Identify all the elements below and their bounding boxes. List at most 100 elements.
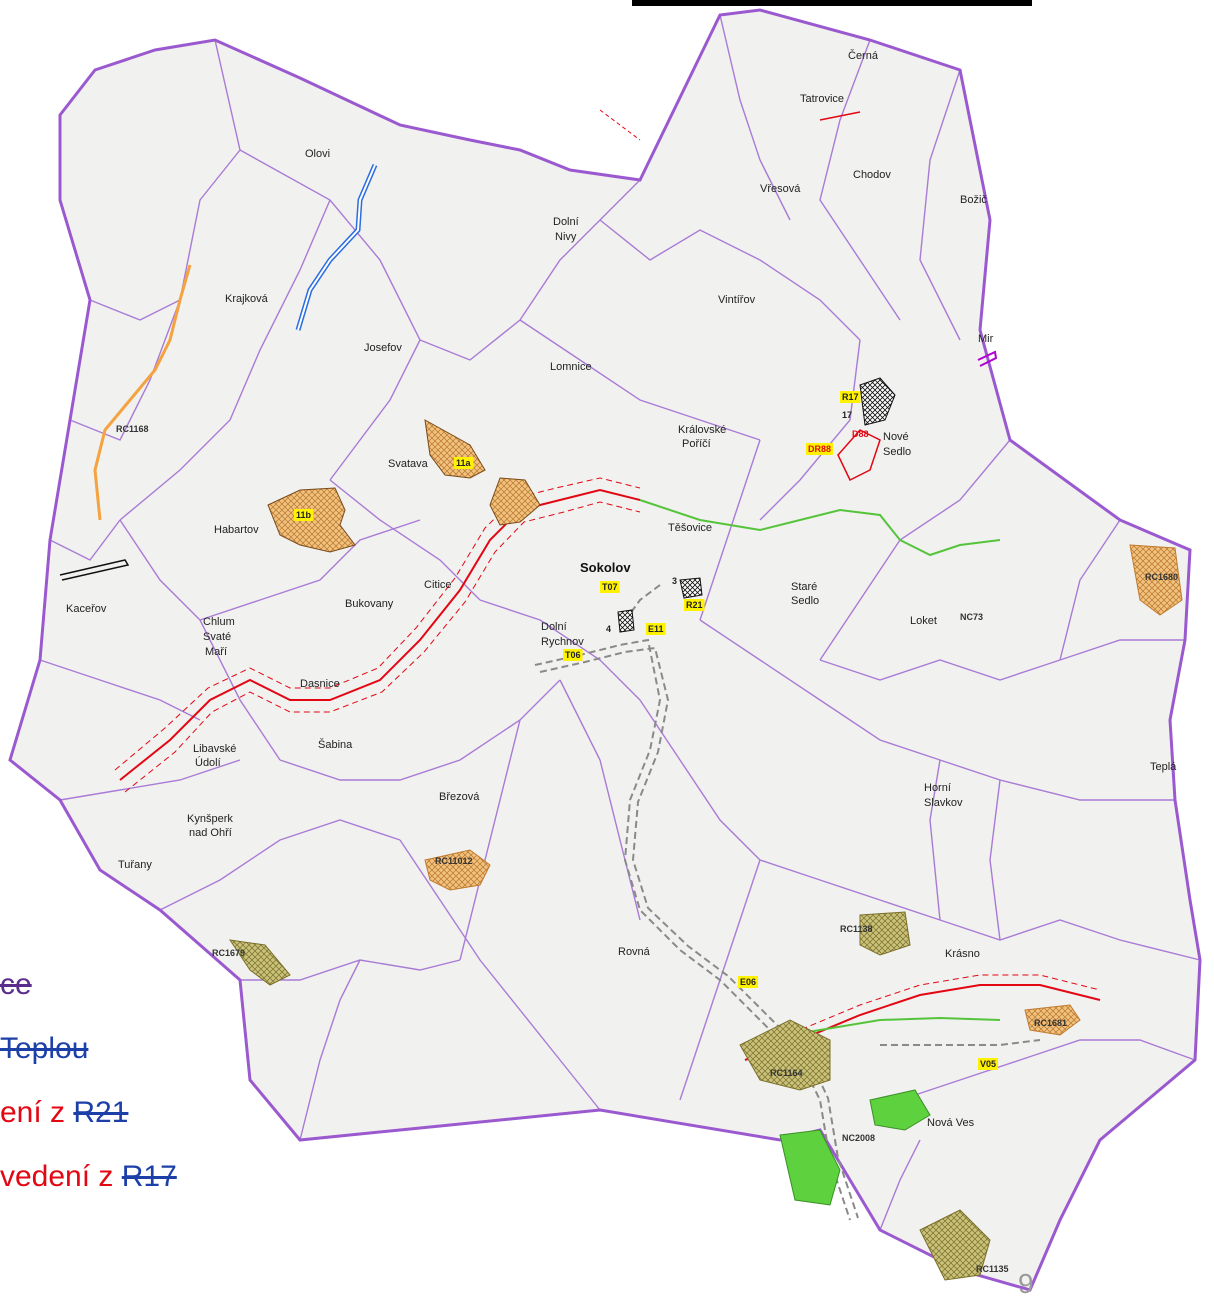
code-label: D88 [852, 429, 869, 439]
legend-text-3-prefix: ení z [0, 1096, 74, 1129]
outer-boundary [8, 8, 1202, 1292]
area-rc11012 [424, 849, 491, 891]
code-marker: 11b [294, 509, 314, 521]
code-marker: RC1135 [976, 1264, 1009, 1274]
place-label: Kynšperk [187, 813, 233, 825]
code-marker: D88 [852, 429, 869, 439]
legend-line-4: vedení z R17 [0, 1162, 177, 1192]
code-marker: 11a [454, 457, 474, 469]
place-label: Olovi [305, 148, 330, 160]
code-marker: RC1681 [1034, 1018, 1067, 1028]
east-marker [977, 350, 998, 367]
code-highlight [646, 623, 666, 635]
code-marker: 17 [842, 410, 852, 420]
place-label: Tatrovice [800, 93, 844, 105]
red-corridor [114, 109, 1101, 1061]
town-sokolov: Sokolov [580, 560, 631, 575]
code-marker: DR88 [806, 443, 834, 455]
area-r17 [859, 377, 896, 426]
place-label: Rovná [618, 946, 651, 958]
code-marker: RC1168 [116, 424, 149, 434]
place-label: Maří [205, 646, 227, 658]
code-label: E06 [740, 977, 756, 987]
area-rc1164 [739, 1019, 831, 1091]
place-label: Nivy [555, 231, 577, 243]
place-label: Šabina [318, 738, 353, 751]
place-label: Svaté [203, 631, 231, 643]
code-label: RC1168 [116, 424, 149, 434]
code-highlight [840, 391, 861, 403]
place-label: Rychnov [541, 636, 584, 648]
code-marker: R17 [840, 391, 861, 403]
west-connector [59, 559, 130, 581]
code-label: 3 [672, 576, 677, 586]
code-marker: RC1679 [212, 948, 245, 958]
legend-line-1: ce [0, 970, 32, 1000]
place-label: Poříčí [682, 438, 711, 450]
legend-text-1: ce [0, 968, 32, 1001]
code-label: NC73 [960, 612, 983, 622]
code-highlight [978, 1058, 999, 1070]
place-label: Dolní [553, 216, 579, 228]
code-marker: NC73 [960, 612, 983, 622]
place-label: Tuřany [118, 859, 152, 871]
place-label: Chodov [853, 169, 891, 181]
code-highlight [600, 581, 620, 593]
legend-code-r17: R17 [121, 1160, 177, 1193]
place-label: Údolí [195, 756, 221, 769]
code-label: DR88 [808, 444, 831, 454]
code-label: T07 [602, 582, 618, 592]
area-rc1679 [228, 939, 291, 986]
place-label: Bukovany [345, 598, 394, 610]
code-label: RC1135 [976, 1264, 1009, 1274]
area-rc1135 [919, 1209, 991, 1281]
code-marker: E11 [646, 623, 666, 635]
place-labels: ČernáTatroviceChodovVřesováBožičOloviDol… [66, 49, 1177, 1129]
code-label: RC1138 [840, 924, 873, 934]
code-marker: RC1138 [840, 924, 873, 934]
place-label: Dolní [541, 621, 567, 633]
water-channel-inner [297, 164, 376, 331]
place-label: Černá [848, 49, 879, 62]
place-label: Chlum [203, 616, 235, 628]
code-highlight [684, 599, 705, 611]
code-marker: V05 [978, 1058, 999, 1070]
area-rc1681 [1024, 1004, 1081, 1036]
legend-line-3: ení z R21 [0, 1098, 128, 1128]
code-label: RC1680 [1145, 572, 1178, 582]
code-label: NC2008 [842, 1133, 875, 1143]
place-label: Josefov [364, 342, 402, 354]
code-highlight [806, 443, 834, 455]
code-label: V05 [980, 1059, 996, 1069]
code-marker: T07 [600, 581, 620, 593]
place-label: Sedlo [791, 595, 819, 607]
area-4 [617, 609, 635, 633]
place-label: Krajková [225, 293, 269, 305]
code-highlight [738, 976, 759, 988]
area-11a-south [489, 477, 541, 526]
area-rc1138 [859, 911, 911, 956]
code-highlight [294, 509, 314, 521]
code-marker: 4 [606, 624, 611, 634]
code-marker: E06 [738, 976, 759, 988]
place-label: Lomnice [550, 361, 592, 373]
place-label: Libavské [193, 743, 236, 755]
place-label: Svatava [388, 458, 429, 470]
code-label: 17 [842, 410, 852, 420]
code-label: T06 [565, 650, 581, 660]
region-fill [10, 10, 1200, 1290]
place-label: Staré [791, 581, 817, 593]
code-label: RC1164 [770, 1068, 803, 1078]
place-label: nad Ohří [189, 827, 232, 839]
place-label: Vintířov [718, 294, 756, 306]
place-label: Citice [424, 579, 452, 591]
legend-line-2: Teplou [0, 1034, 88, 1064]
place-label: Kaceřov [66, 603, 107, 615]
code-marker: R21 [684, 599, 705, 611]
code-label: 11b [296, 510, 312, 520]
place-label: Loket [910, 615, 937, 627]
place-label: Mir [978, 333, 994, 345]
place-label: Krásno [945, 948, 980, 960]
